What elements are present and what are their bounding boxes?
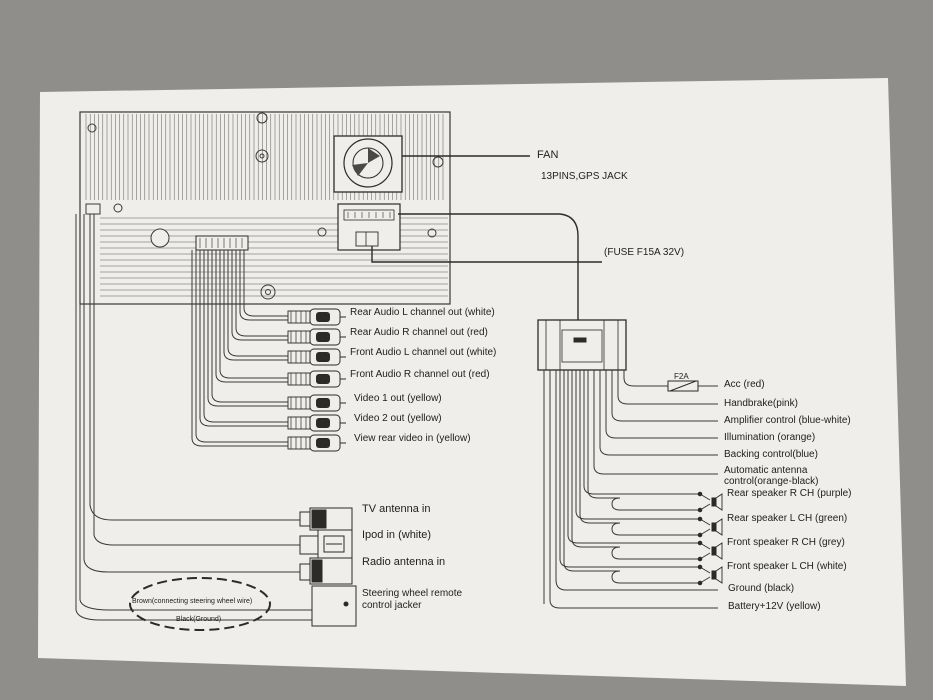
tv-antenna-label: TV antenna in bbox=[362, 503, 431, 515]
harness-label-front-l: Front speaker L CH (white) bbox=[727, 561, 847, 572]
speaker-wire bbox=[583, 370, 700, 495]
speaker-icon bbox=[697, 516, 723, 538]
steering-label-line2: control jacker bbox=[362, 600, 422, 611]
ipod-label: Ipod in (white) bbox=[362, 529, 432, 541]
brown-wire-label: Brown(connecting steering wheel wire) bbox=[132, 598, 253, 605]
harness-label-rear-r: Rear speaker R CH (purple) bbox=[727, 488, 852, 499]
rca-wire bbox=[239, 250, 288, 321]
left-cable-bundle bbox=[75, 203, 312, 621]
speaker-icon bbox=[697, 540, 723, 562]
rca-label-front-l: Front Audio L channel out (white) bbox=[350, 347, 497, 358]
battery-wire bbox=[549, 370, 718, 609]
tv-antenna-connector bbox=[299, 507, 353, 531]
harness-wire bbox=[611, 370, 718, 422]
rca-wire bbox=[231, 250, 288, 341]
rca-plug bbox=[287, 348, 346, 366]
harness-wire bbox=[605, 370, 718, 439]
speaker-wire bbox=[563, 370, 700, 584]
harness-label-front-r: Front speaker R CH (grey) bbox=[727, 537, 845, 548]
fuse-f2a-label: F2A bbox=[674, 372, 689, 381]
rca-connector-block bbox=[195, 235, 249, 251]
ipod-connector bbox=[299, 529, 353, 559]
rca-label-front-r: Front Audio R channel out (red) bbox=[350, 369, 490, 380]
rca-plug bbox=[287, 308, 346, 326]
speaker-wire bbox=[567, 370, 700, 544]
rca-label-rear-r: Rear Audio R channel out (red) bbox=[350, 327, 488, 338]
rca-plug bbox=[287, 328, 346, 346]
rca-wire bbox=[243, 250, 288, 317]
harness-label-illumination: Illumination (orange) bbox=[724, 432, 816, 443]
harness-label-backing: Backing control(blue) bbox=[724, 449, 818, 460]
harness-connector bbox=[537, 319, 627, 371]
harness-wire bbox=[599, 370, 718, 456]
fuse-label: (FUSE F15A 32V) bbox=[604, 247, 685, 258]
rca-wire bbox=[203, 250, 288, 423]
harness-label-handbrake: Handbrake(pink) bbox=[724, 398, 798, 409]
speaker-wire bbox=[559, 370, 700, 568]
speaker-wire bbox=[575, 370, 700, 520]
dashed-highlight-ellipse bbox=[129, 577, 271, 631]
fuse-f2a bbox=[667, 380, 699, 392]
speaker-icon bbox=[697, 564, 723, 586]
fan-icon bbox=[333, 135, 403, 193]
harness-label-antenna-1: Automatic antenna bbox=[724, 465, 808, 476]
rca-plug bbox=[287, 370, 346, 388]
harness-label-acc: Acc (red) bbox=[724, 379, 765, 390]
steering-remote-connector bbox=[311, 585, 357, 627]
harness-wire bbox=[623, 370, 668, 387]
harness-label-rear-l: Rear speaker L CH (green) bbox=[727, 513, 848, 524]
radio-antenna-connector bbox=[299, 557, 353, 585]
speaker-wire bbox=[579, 370, 700, 536]
rca-wire bbox=[195, 250, 288, 443]
rca-plug bbox=[287, 414, 346, 432]
harness-label-battery: Battery+12V (yellow) bbox=[728, 601, 821, 612]
rca-wire bbox=[207, 250, 288, 407]
rca-label-rear-l: Rear Audio L channel out (white) bbox=[350, 307, 495, 318]
rca-wire bbox=[199, 250, 288, 427]
rca-wire bbox=[223, 250, 288, 361]
rca-wire bbox=[211, 250, 288, 403]
speaker-wire bbox=[571, 370, 700, 560]
rca-wire bbox=[219, 250, 288, 379]
black-ground-label: Black(Ground) bbox=[176, 616, 222, 623]
harness-label-ground: Ground (black) bbox=[728, 583, 795, 594]
rca-wire bbox=[227, 250, 288, 357]
rca-wire bbox=[191, 250, 288, 447]
harness-wire bbox=[617, 370, 718, 405]
radio-antenna-label: Radio antenna in bbox=[362, 556, 446, 568]
rca-label-video1: Video 1 out (yellow) bbox=[354, 393, 442, 404]
rca-plug bbox=[287, 434, 346, 452]
ground-wire bbox=[555, 370, 718, 591]
steering-label-line1: Steering wheel remote bbox=[362, 588, 463, 599]
rca-label-rear-video: View rear video in (yellow) bbox=[354, 433, 471, 444]
speaker-wire bbox=[587, 370, 700, 511]
rca-plug bbox=[287, 394, 346, 412]
rca-label-video2: Video 2 out (yellow) bbox=[354, 413, 442, 424]
harness-wire bbox=[593, 370, 718, 475]
rca-wire bbox=[215, 250, 288, 383]
rca-wire bbox=[235, 250, 288, 337]
speaker-icon bbox=[697, 491, 723, 513]
gps-jack bbox=[337, 203, 401, 251]
fan-label: FAN bbox=[537, 149, 559, 161]
gps-jack-label: 13PINS,GPS JACK bbox=[541, 171, 628, 182]
harness-label-antenna-2: control(orange-black) bbox=[724, 476, 819, 487]
label-card bbox=[38, 78, 906, 686]
harness-label-amplifier: Amplifier control (blue-white) bbox=[724, 415, 851, 426]
